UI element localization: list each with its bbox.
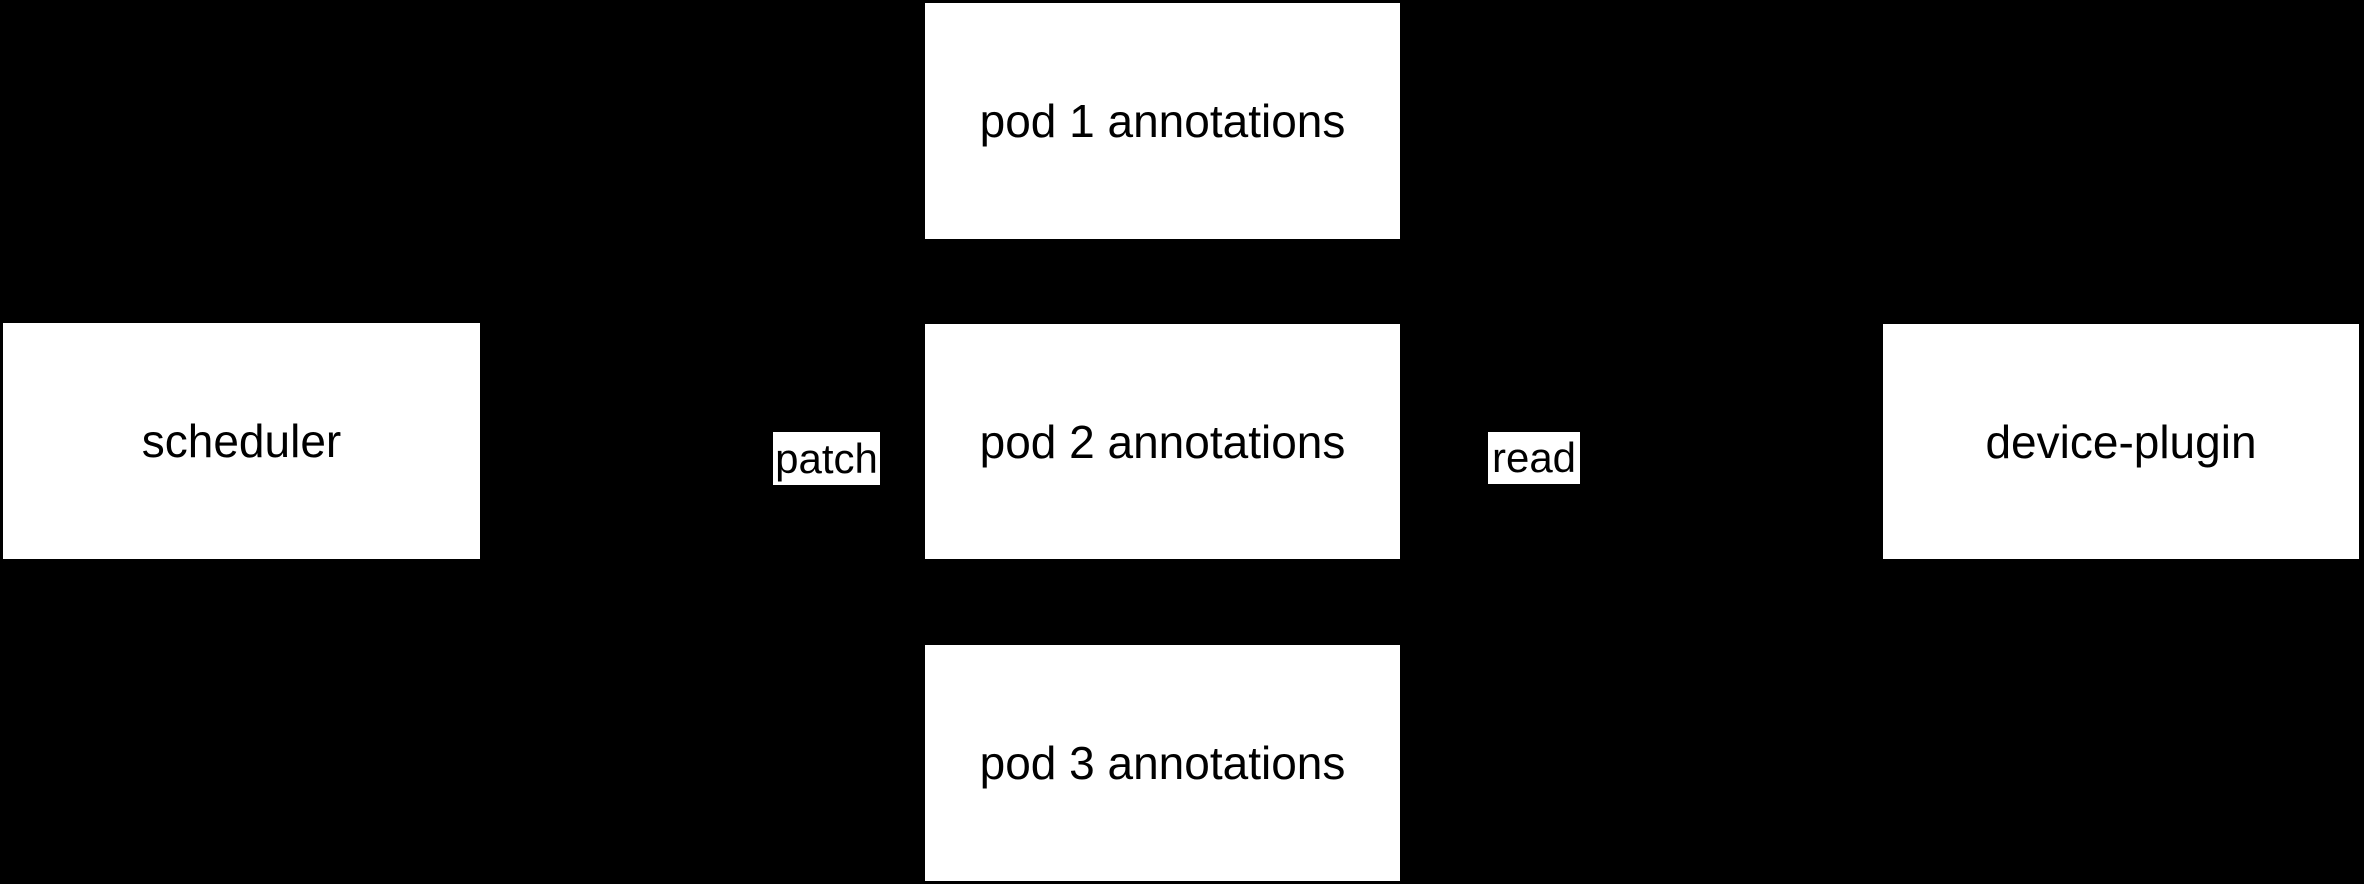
edge-label-patch-text: patch	[775, 434, 878, 482]
node-pod-1-annotations: pod 1 annotations	[925, 3, 1400, 239]
node-pod-3-annotations-label: pod 3 annotations	[979, 737, 1346, 789]
node-scheduler: scheduler	[3, 323, 480, 559]
node-pod-3-annotations: pod 3 annotations	[925, 645, 1400, 881]
node-pod-2-annotations: pod 2 annotations	[925, 324, 1400, 559]
node-pod-2-annotations-label: pod 2 annotations	[979, 415, 1346, 468]
edge-label-read: read	[1488, 432, 1580, 484]
edge-label-patch: patch	[773, 432, 880, 485]
node-scheduler-label: scheduler	[141, 415, 342, 467]
node-pod-1-annotations-label: pod 1 annotations	[979, 95, 1346, 147]
node-device-plugin: device-plugin	[1883, 324, 2359, 559]
edge-label-read-text: read	[1491, 434, 1577, 481]
node-device-plugin-label: device-plugin	[1985, 415, 2257, 468]
